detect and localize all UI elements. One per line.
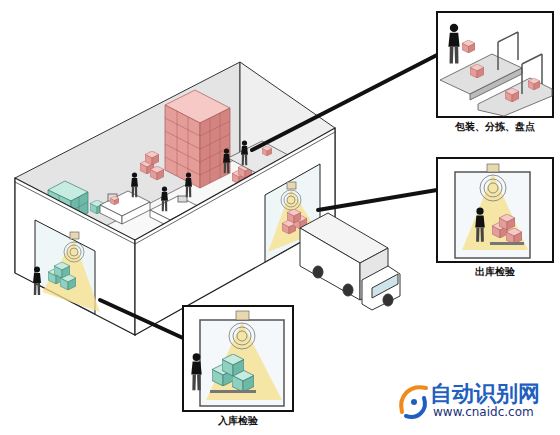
pink-box [150, 166, 164, 180]
pink-box [145, 151, 159, 165]
pink-box [262, 146, 272, 156]
worker [131, 172, 138, 197]
inset-illustration [183, 306, 293, 411]
inset-caption: 入库检验 [183, 414, 293, 428]
worker [185, 172, 192, 197]
worker [223, 148, 230, 173]
leader-line [100, 55, 437, 338]
front-walls [15, 128, 335, 335]
inset-illustration [437, 12, 553, 117]
truck [300, 213, 400, 310]
pink-stack [165, 90, 230, 188]
inset-panel: 包装、分拣、盘点 [437, 12, 553, 136]
worker [241, 140, 248, 165]
worker [161, 186, 168, 211]
inset-caption: 出库检验 [437, 265, 553, 279]
inset-caption: 包装、分拣、盘点 [437, 120, 553, 134]
inset-panel: 入库检验 [183, 306, 293, 430]
logo-mark [401, 387, 426, 417]
watermark-text: 自动识别网 [430, 379, 540, 409]
inset-illustration [437, 158, 553, 262]
inset-panel: 出库检验 [437, 158, 553, 281]
building [15, 62, 335, 335]
pink-box [110, 196, 119, 205]
watermark-text: www.cnaidc.com [433, 405, 534, 419]
